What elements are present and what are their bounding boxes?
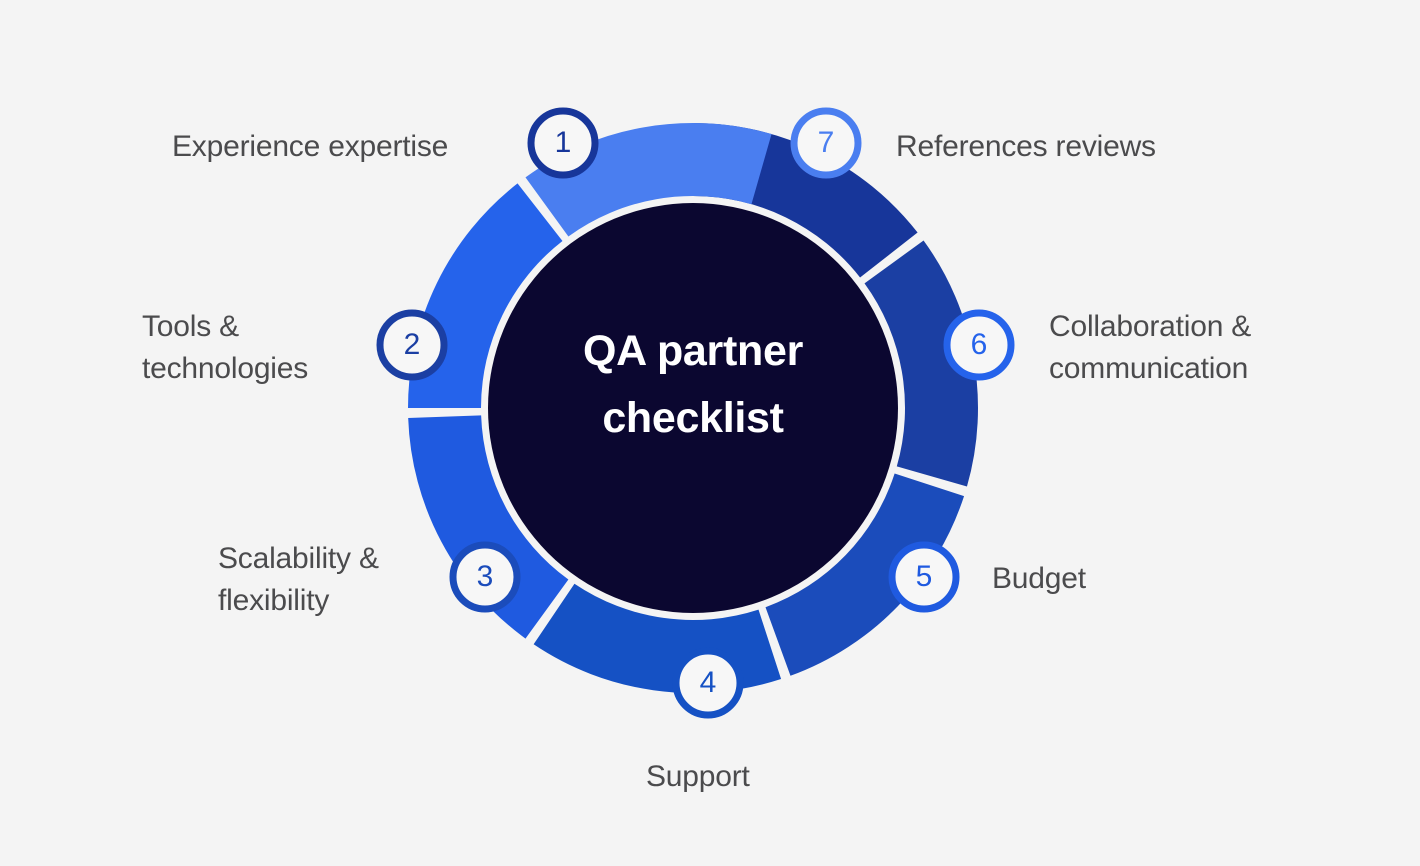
number-badge-1[interactable] [527, 107, 599, 179]
number-badge-2[interactable] [376, 309, 448, 381]
number-badge-4[interactable] [672, 647, 744, 719]
segment-arc-2[interactable] [864, 240, 978, 487]
segment-label-2: Tools & technologies [142, 310, 309, 385]
segment-arc-5[interactable] [408, 415, 569, 639]
segment-label-5: Budget [992, 562, 1086, 595]
segment-label-4: Support [646, 760, 750, 793]
segment-arc-3[interactable] [765, 473, 965, 676]
number-badge-6[interactable] [943, 309, 1015, 381]
segment-label-3: Scalability & flexibility [218, 542, 379, 617]
segment-label-6: Collaboration & communication [1049, 310, 1252, 385]
number-badges-group [376, 107, 1015, 719]
segment-label-7: References reviews [896, 130, 1156, 163]
number-badge-7[interactable] [790, 107, 862, 179]
segment-label-1: Experience expertise [172, 130, 449, 163]
number-badge-5[interactable] [888, 541, 960, 613]
number-badge-3[interactable] [449, 541, 521, 613]
center-circle-group [488, 203, 898, 613]
center-circle [488, 203, 898, 613]
